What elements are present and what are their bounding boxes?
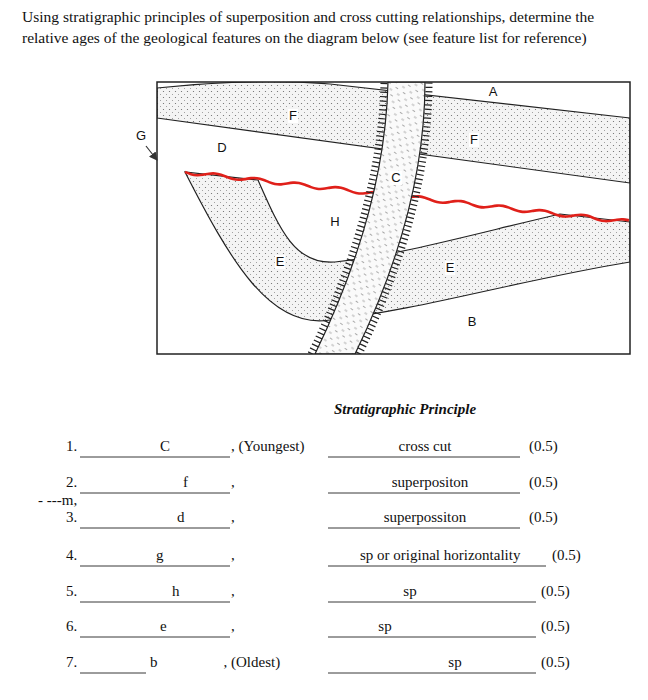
answer-text: 3. <box>66 508 77 526</box>
contact-ticks <box>359 82 429 354</box>
answer-text: , <box>231 582 235 600</box>
section-frame <box>157 82 630 354</box>
answer-text: 1. <box>66 437 77 455</box>
column-heading: Stratigraphic Principle <box>334 400 476 418</box>
answer-text: 7. <box>66 653 77 671</box>
answer-text: 4. <box>66 546 77 564</box>
feature-label: F <box>469 133 479 147</box>
answer-text: sp <box>378 617 391 635</box>
dike <box>315 82 425 354</box>
answer-text: , <box>231 473 235 491</box>
answer-text: , (Youngest) <box>231 437 304 455</box>
answer-text: , <box>231 546 235 564</box>
answer-text: d <box>177 508 185 526</box>
answer-text: sp <box>403 582 416 600</box>
feature-label: F <box>288 109 298 123</box>
answer-text: cross cut <box>399 437 452 455</box>
answer-text: h <box>172 582 180 600</box>
feature-label: A <box>488 85 499 99</box>
answer-text: C <box>160 437 170 455</box>
question-text: Using stratigraphic principles of superp… <box>22 6 642 48</box>
contact-ticks <box>311 82 384 354</box>
answer-text: 6. <box>66 617 77 635</box>
answer-text: sp or original horizontality <box>360 546 520 564</box>
answer-text: (0.5) <box>529 473 558 491</box>
feature-label: D <box>216 141 227 155</box>
answer-lines <box>80 457 546 673</box>
feature-label: G <box>135 129 147 143</box>
answer-text: , (Oldest) <box>224 653 281 671</box>
answer-text: (0.5) <box>541 582 570 600</box>
feature-label: E <box>445 261 456 275</box>
answer-text: 2. <box>66 473 77 491</box>
answer-text: (0.5) <box>541 617 570 635</box>
answer-text: f <box>183 473 188 491</box>
answer-text: (0.5) <box>529 437 558 455</box>
answer-text: g <box>156 546 164 564</box>
answer-text: e <box>160 617 167 635</box>
answer-text: , <box>231 508 235 526</box>
leader-arrow <box>146 146 157 160</box>
feature-label: H <box>329 215 340 229</box>
answer-text: superpossiton <box>384 508 467 526</box>
answer-text: (0.5) <box>541 653 570 671</box>
answer-text: superpositon <box>392 473 469 491</box>
feature-label: E <box>275 255 286 269</box>
answer-text: sp <box>448 653 461 671</box>
answer-text: , <box>231 617 235 635</box>
answer-text: b <box>150 653 158 671</box>
feature-label: C <box>390 171 401 185</box>
answer-text: (0.5) <box>529 508 558 526</box>
answer-text: - ---m, <box>38 491 77 509</box>
answer-text: 5. <box>66 582 77 600</box>
answer-text: (0.5) <box>552 546 581 564</box>
feature-label: B <box>467 315 478 329</box>
